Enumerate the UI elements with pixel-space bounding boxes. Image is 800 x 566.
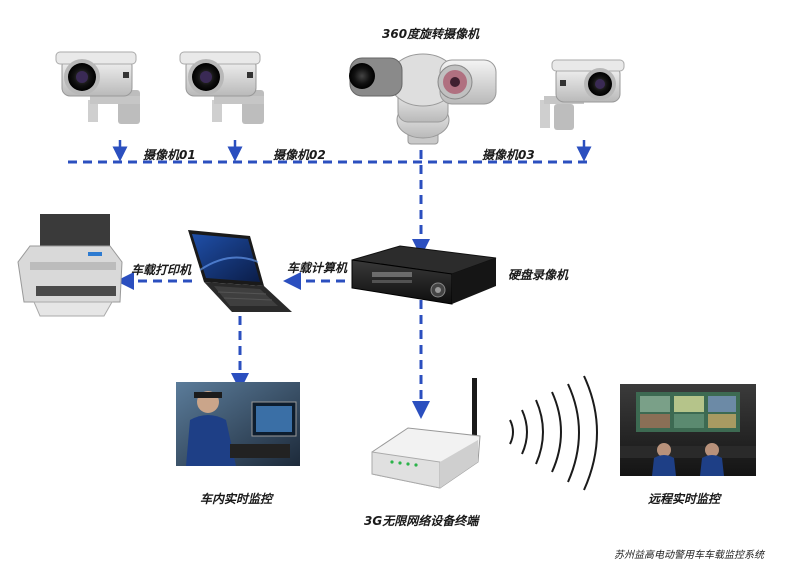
laptop-image (188, 230, 292, 312)
camera-03-image (540, 59, 625, 130)
camera-arrows (112, 140, 592, 162)
in-vehicle-monitor-label: 车内实时监控 (200, 492, 273, 506)
vehicle-computer-label: 车载计算机 (287, 261, 348, 275)
dvr-label: 硬盘录像机 (508, 268, 569, 282)
in-vehicle-monitor-photo (176, 382, 300, 466)
printer-image (17, 214, 123, 317)
ptz-camera-image (349, 53, 497, 145)
camera-02-image (179, 51, 264, 124)
vehicle-printer-label: 车载打印机 (131, 263, 192, 277)
camera-01-label: 摄像机01 (143, 148, 196, 162)
camera-03-label: 摄像机03 (482, 148, 535, 162)
router-image (371, 378, 481, 489)
remote-monitor-label: 远程实时监控 (648, 492, 721, 506)
wireless-waves (509, 375, 598, 491)
camera-02-label: 摄像机02 (273, 148, 326, 162)
connectors (68, 150, 592, 419)
router-3g-label: 3G无限网络设备终端 (364, 514, 479, 528)
ptz-camera-label: 360度旋转摄像机 (382, 27, 480, 41)
dvr-image (351, 245, 497, 305)
footer-caption: 苏州益高电动警用车车载监控系统 (614, 550, 764, 561)
camera-01-image (55, 51, 140, 124)
remote-monitor-photo (620, 384, 756, 476)
